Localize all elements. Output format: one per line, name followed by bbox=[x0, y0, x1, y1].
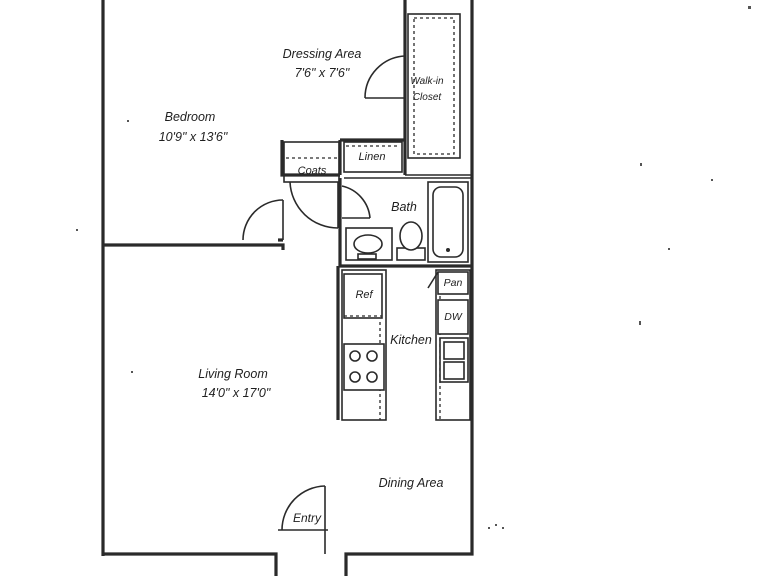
pan-label: Pan bbox=[444, 277, 463, 289]
dressing-area-dims: 7'6" x 7'6" bbox=[295, 66, 350, 80]
bedroom-wall bbox=[103, 140, 342, 250]
walk-in-closet-label-line2: Closet bbox=[413, 92, 443, 103]
walk-in-closet-label-line1: Walk-in bbox=[410, 76, 444, 87]
linen-closet bbox=[343, 141, 403, 173]
bedroom-label: Bedroom bbox=[165, 110, 216, 124]
bath-label: Bath bbox=[391, 200, 417, 214]
coats-label: Coats bbox=[298, 165, 327, 177]
entry-label: Entry bbox=[293, 511, 322, 525]
bedroom-door bbox=[242, 199, 284, 241]
dressing-area-label: Dressing Area bbox=[283, 47, 362, 61]
scan-specks bbox=[76, 6, 751, 529]
bath-walls bbox=[338, 177, 472, 268]
coats-closet bbox=[283, 141, 340, 229]
dressing-area-walls bbox=[340, 0, 472, 176]
living-room-label: Living Room bbox=[198, 367, 267, 381]
living-room-dims: 14'0" x 17'0" bbox=[202, 386, 271, 400]
kitchen bbox=[336, 266, 471, 421]
dining-area-label: Dining Area bbox=[379, 476, 444, 490]
linen-label: Linen bbox=[359, 151, 386, 163]
exterior-walls bbox=[101, 0, 474, 576]
entry-door bbox=[278, 485, 328, 554]
ref-label: Ref bbox=[355, 289, 373, 301]
bedroom-dims: 10'9" x 13'6" bbox=[159, 130, 228, 144]
kitchen-label: Kitchen bbox=[390, 333, 432, 347]
dw-label: DW bbox=[444, 311, 463, 323]
